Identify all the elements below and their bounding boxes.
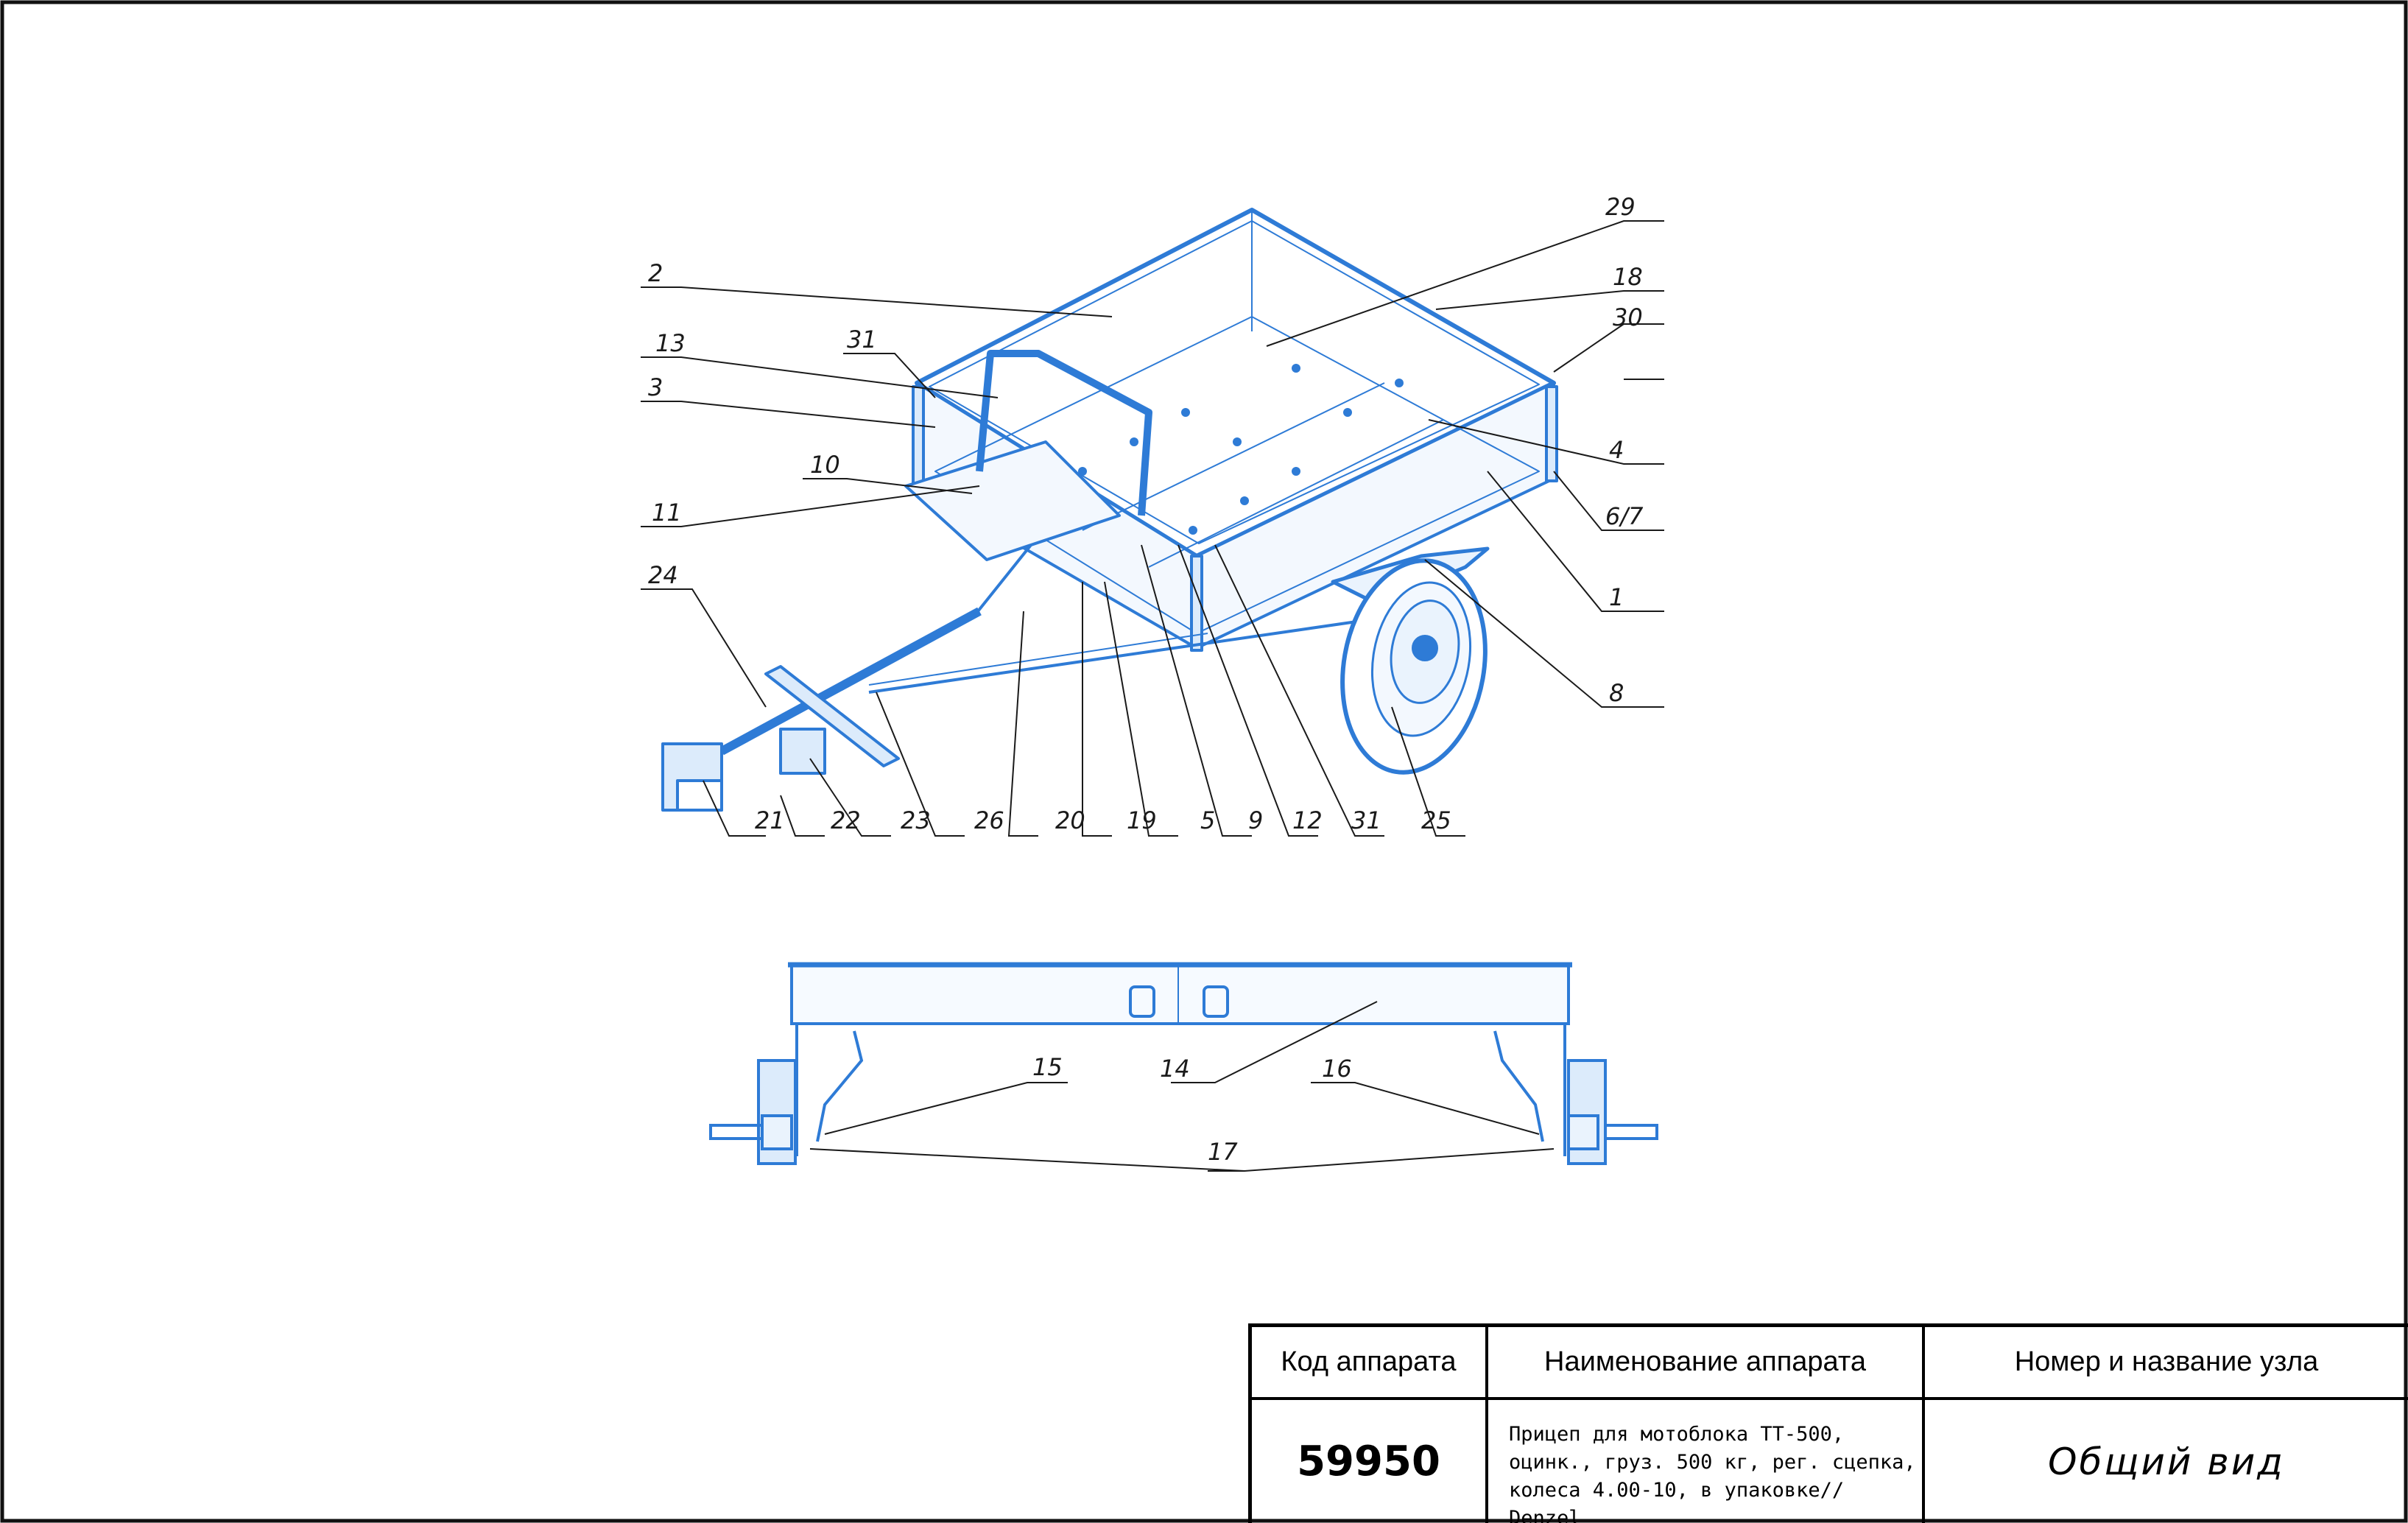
left-spring-arm [816, 1030, 864, 1142]
callout-label: 31 [847, 326, 877, 354]
seat-handrail [976, 350, 1152, 516]
body-top-rim-inner [929, 220, 1540, 544]
apparatus-name-line: колеса 4.00-10, в упаковке// Denzel [1509, 1479, 1845, 1523]
side-view-latch-right [1203, 985, 1229, 1018]
drawbar-brace-left [971, 544, 1032, 620]
hitch-crossbar [764, 665, 900, 767]
callout-label: 25 [1421, 806, 1451, 834]
wheel-hub [1412, 635, 1438, 661]
callout-label: 12 [1292, 806, 1323, 834]
seat-platform [904, 440, 1121, 561]
right-spring-arm [1493, 1030, 1544, 1142]
title-block-top-border [1248, 1323, 2408, 1327]
callout-label: 5 [1200, 806, 1215, 834]
callout-label: 1 [1609, 583, 1624, 611]
drawbar-brace-mid [868, 633, 1208, 686]
callout-label: 8 [1609, 679, 1624, 707]
header-node-label: Номер и название узла [2014, 1346, 2319, 1377]
header-name-label: Наименование аппарата [1544, 1346, 1866, 1377]
callout-label: 4 [1609, 436, 1624, 464]
callout-label: 15 [1032, 1053, 1063, 1081]
corner-post-front [1190, 555, 1203, 652]
callout-leaders-top [641, 220, 1664, 837]
body-floor [934, 316, 1540, 634]
callout-label: 11 [652, 499, 682, 527]
title-block-divider-1 [1485, 1323, 1488, 1523]
drawbar-main [719, 607, 982, 756]
header-code-label: Код аппарата [1281, 1346, 1457, 1377]
callout-leaders-bottom [809, 1001, 1555, 1172]
corner-post-right [1545, 385, 1558, 482]
drawbar-brace-right [868, 617, 1378, 694]
right-axle-stub [1604, 1124, 1658, 1140]
floor-bolts [1078, 364, 1404, 535]
title-block-left-border [1248, 1323, 1252, 1523]
callout-label: 22 [831, 806, 861, 834]
corner-post-left [912, 385, 925, 491]
left-axle-hub [761, 1114, 793, 1150]
title-block-divider-2 [1922, 1323, 1925, 1523]
callout-label: 6/7 [1605, 502, 1644, 530]
floor-seam-2 [1148, 419, 1444, 568]
trailer-side-view [709, 962, 1658, 1165]
left-axle-stub [709, 1124, 764, 1140]
apparatus-code: 59950 [1297, 1438, 1440, 1485]
callout-label: 17 [1208, 1138, 1238, 1166]
callout-labels-bottom: 15 14 16 17 [1032, 1053, 1352, 1166]
apparatus-name-line: оцинк., груз. 500 кг, рег. сцепка, [1509, 1451, 1916, 1474]
callout-label: 23 [901, 806, 931, 834]
side-view-body [790, 963, 1570, 1025]
callout-label: 20 [1055, 806, 1085, 834]
side-view-latch-left [1129, 985, 1155, 1018]
trailer-isometric-view [661, 208, 1558, 812]
callout-label: 14 [1160, 1055, 1190, 1083]
floor-seam [1082, 382, 1385, 531]
node-name: Общий вид [2048, 1440, 2285, 1483]
callout-label: 21 [755, 806, 785, 834]
node-name-cell: Общий вид [1925, 1400, 2408, 1523]
header-node-cell: Номер и название узла [1925, 1327, 2408, 1397]
callout-label: 13 [655, 329, 686, 357]
callout-label: 26 [974, 806, 1004, 834]
hitch-bracket [779, 728, 826, 775]
callout-label: 2 [648, 259, 663, 287]
right-axle-hub [1567, 1114, 1599, 1150]
callout-label: 16 [1322, 1055, 1352, 1083]
title-block-mid-border [1248, 1397, 2408, 1400]
apparatus-name-line: Прицеп для мотоблока ТТ-500, [1509, 1423, 1845, 1446]
apparatus-name-cell: Прицеп для мотоблока ТТ-500, оцинк., гру… [1488, 1400, 1922, 1523]
callout-labels-top: 2 13 31 3 10 11 24 29 18 30 4 6/7 1 8 21… [648, 193, 1644, 834]
callout-label: 9 [1248, 806, 1263, 834]
callout-label: 29 [1605, 193, 1636, 221]
header-code-cell: Код аппарата [1252, 1327, 1485, 1397]
callout-label: 10 [810, 451, 840, 479]
callout-label: 18 [1613, 263, 1643, 291]
apparatus-code-cell: 59950 [1252, 1400, 1485, 1523]
header-name-cell: Наименование аппарата [1488, 1327, 1922, 1397]
callout-label: 30 [1613, 303, 1643, 331]
callout-label: 3 [648, 373, 663, 401]
callout-label: 19 [1127, 806, 1157, 834]
callout-label: 31 [1351, 806, 1381, 834]
callout-label: 24 [648, 561, 678, 589]
